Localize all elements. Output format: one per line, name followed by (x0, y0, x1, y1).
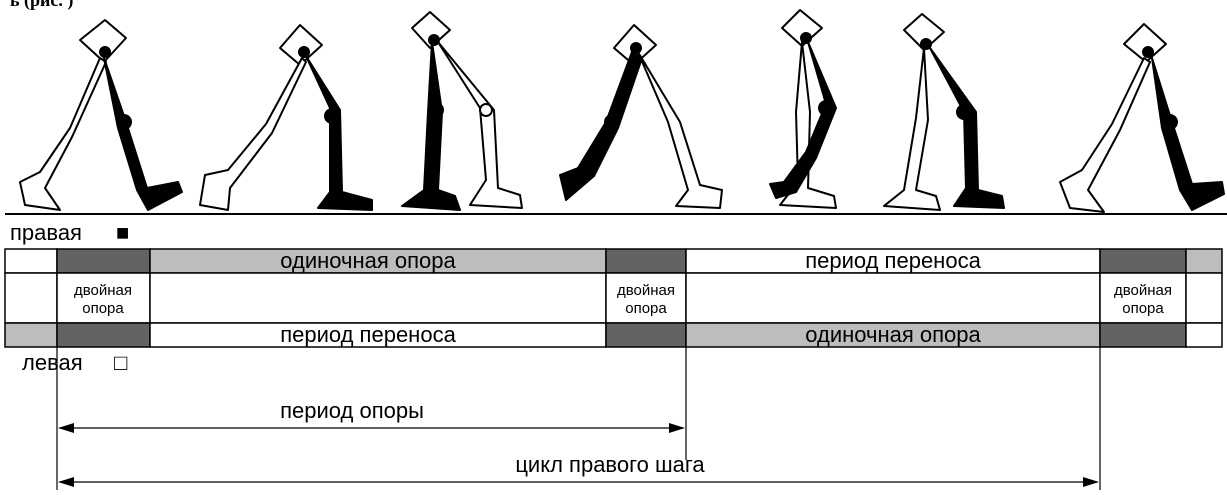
right-row-double-support-2 (605, 248, 687, 274)
middle-row-cell-start (4, 272, 58, 324)
left-row-swing-label: период переноса (280, 322, 456, 347)
cycle-arrow-right (1083, 477, 1099, 487)
double-support-1-line2: опора (82, 300, 124, 317)
left-row-double-support-2 (605, 322, 687, 348)
right-cycle-label: цикл правого шага (515, 452, 705, 477)
right-row-cell-swing-start (4, 248, 58, 274)
left-row-double-support-1 (56, 322, 151, 348)
double-support-2-line1: двойная (617, 282, 675, 299)
right-row-double-support-3 (1099, 248, 1187, 274)
cycle-arrow-left (58, 477, 74, 487)
right-row-double-support-1 (56, 248, 151, 274)
left-row-single-support-label: одиночная опора (805, 322, 981, 347)
stance-period-label: период опоры (280, 398, 424, 423)
gait-figure-2 (199, 24, 373, 211)
right-row-single-support-label: одиночная опора (280, 248, 456, 273)
left-row-double-support-3 (1099, 322, 1187, 348)
left-row-single-support (685, 322, 1101, 348)
right-row-swing-label: период переноса (805, 248, 981, 273)
gait-figures (19, 9, 1225, 213)
double-support-labels: двойная опора двойная опора двойная опор… (74, 282, 1172, 317)
gait-figure-4 (559, 24, 723, 209)
double-support-1-line1: двойная (74, 282, 132, 299)
gait-figure-3 (401, 11, 523, 211)
stance-arrow-right (669, 423, 685, 433)
double-support-2-line2: опора (625, 300, 667, 317)
left-row-swing (149, 322, 607, 348)
right-row-swing (685, 248, 1101, 274)
legend-right-label: правая (10, 220, 82, 245)
middle-row-double-support-3 (1099, 272, 1187, 324)
gait-figure-1 (19, 19, 183, 211)
left-row-single-support-start (4, 322, 58, 348)
stance-arrow-left (58, 423, 74, 433)
arrowheads (58, 423, 1099, 487)
double-support-3-line2: опора (1122, 300, 1164, 317)
middle-row-span-1 (149, 272, 607, 324)
left-row-swing-end (1185, 322, 1223, 348)
middle-row-double-support-2 (605, 272, 687, 324)
gait-figure-5 (769, 9, 837, 209)
legend-right-marker: ■ (116, 220, 129, 245)
double-support-3-line1: двойная (1114, 282, 1172, 299)
header-fragment: ь (рис. ) (10, 0, 73, 11)
phase-bars (4, 248, 1223, 348)
legend-left-marker: □ (114, 350, 127, 375)
gait-figure-7 (1059, 23, 1225, 213)
measurement-lines (56, 347, 1101, 490)
right-row-single-support-end (1185, 248, 1223, 274)
middle-row-cell-end (1185, 272, 1223, 324)
legend-left-label: левая (22, 350, 83, 375)
middle-row-span-2 (685, 272, 1101, 324)
gait-figure-6 (883, 13, 1005, 211)
